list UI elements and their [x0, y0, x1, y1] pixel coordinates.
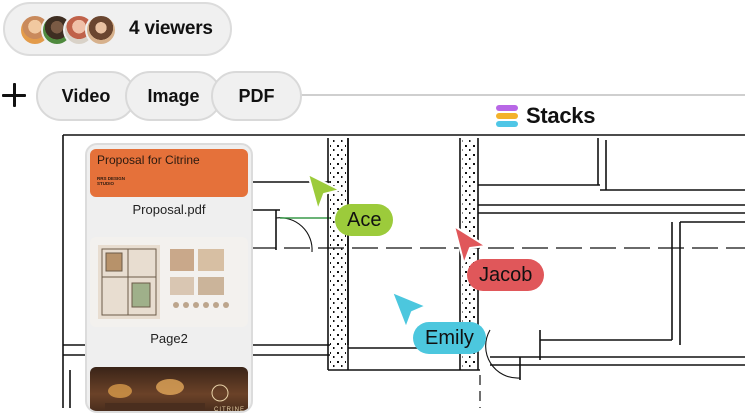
file-panel: Proposal for Citrine RRS DESIGN STUDIO P…	[85, 143, 253, 413]
cursor-pointer-icon	[391, 291, 427, 329]
add-icon[interactable]	[0, 81, 28, 109]
tab-image[interactable]: Image	[125, 71, 222, 121]
cursor-tag-ace: Ace	[335, 204, 394, 236]
cursor-pointer-icon	[453, 225, 487, 265]
brand-name: Stacks	[526, 103, 596, 128]
cursor-tag-emily: Emily	[413, 322, 486, 354]
avatar	[85, 14, 117, 46]
viewers-count-label: 4 viewers	[129, 18, 213, 39]
page2-preview-image	[98, 245, 229, 319]
cursor-tag-jacob: Jacob	[467, 259, 545, 291]
thumbnail-title: Proposal for Citrine	[97, 153, 200, 167]
file-caption: Page2	[150, 331, 188, 346]
stacks-logo: Stacks	[496, 101, 595, 131]
tab-pdf[interactable]: PDF	[211, 71, 302, 121]
tab-video[interactable]: Video	[36, 71, 136, 121]
viewers-pill[interactable]: 4 viewers	[3, 2, 232, 56]
stacks-icon	[496, 105, 518, 127]
viewer-avatars	[19, 14, 121, 46]
proposal-thumbnail[interactable]: Proposal for Citrine RRS DESIGN STUDIO	[90, 149, 248, 197]
cursor-pointer-icon	[307, 173, 341, 211]
tab-divider	[280, 94, 745, 96]
page2-thumbnail[interactable]	[90, 237, 248, 327]
citrine-thumbnail[interactable]: CITRINE	[90, 367, 248, 411]
file-caption: Proposal.pdf	[132, 202, 206, 217]
citrine-preview-image	[105, 379, 229, 411]
thumbnail-subtitle: RRS DESIGN STUDIO	[97, 176, 126, 186]
